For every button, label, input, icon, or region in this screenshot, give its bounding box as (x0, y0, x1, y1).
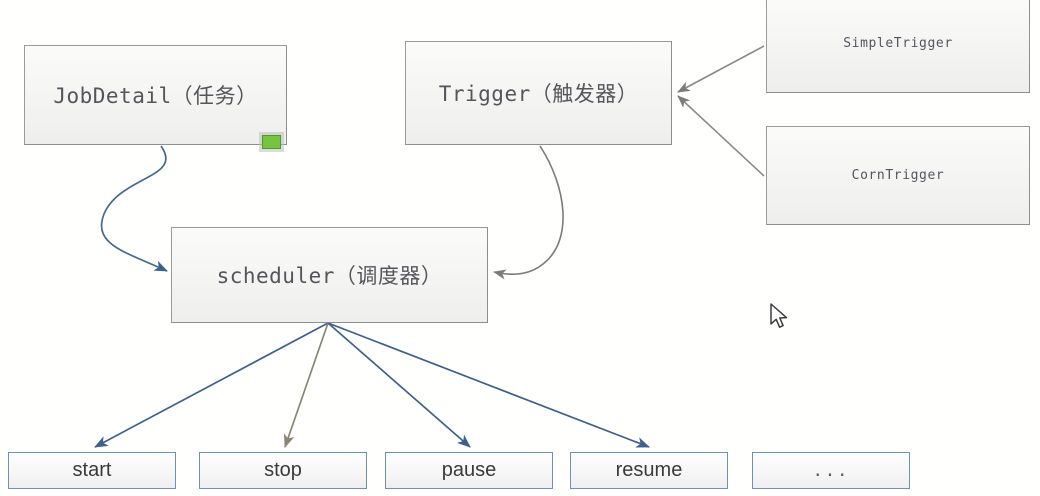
node-jobdetail[interactable]: JobDetail（任务） (24, 45, 287, 145)
edge-scheduler-to-stop (283, 322, 329, 448)
node-trigger-label: Trigger（触发器） (438, 82, 639, 106)
mouse-cursor-icon (770, 303, 788, 328)
button-stop[interactable]: stop (199, 452, 367, 489)
node-scheduler-label: scheduler（调度器） (216, 264, 443, 288)
button-pause[interactable]: pause (385, 452, 553, 489)
button-resume-label: resume (615, 459, 683, 481)
node-simpletrigger-label: SimpleTrigger (843, 36, 953, 51)
node-scheduler[interactable]: scheduler（调度器） (171, 227, 488, 323)
button-more-label: ... (812, 460, 850, 481)
edge-jobdetail-to-scheduler (100, 145, 168, 272)
node-corntrigger[interactable]: CornTrigger (766, 126, 1030, 225)
edge-scheduler-to-pause (327, 322, 471, 448)
resize-handle-icon[interactable] (262, 135, 281, 149)
edge-trigger-to-scheduler (493, 145, 564, 280)
edge-corntrigger-to-trigger (677, 95, 765, 177)
button-resume[interactable]: resume (570, 452, 728, 489)
button-stop-label: stop (264, 459, 302, 481)
button-more[interactable]: ... (752, 452, 910, 489)
edge-scheduler-to-resume (327, 322, 650, 448)
node-jobdetail-label: JobDetail（任务） (53, 84, 258, 108)
edge-simpletrigger-to-trigger (677, 45, 765, 93)
node-trigger[interactable]: Trigger（触发器） (405, 41, 672, 145)
edge-scheduler-to-start (94, 322, 329, 448)
node-simpletrigger[interactable]: SimpleTrigger (766, 0, 1030, 93)
node-corntrigger-label: CornTrigger (851, 168, 945, 183)
button-start-label: start (72, 459, 112, 481)
button-start[interactable]: start (8, 452, 176, 489)
button-pause-label: pause (441, 459, 497, 481)
